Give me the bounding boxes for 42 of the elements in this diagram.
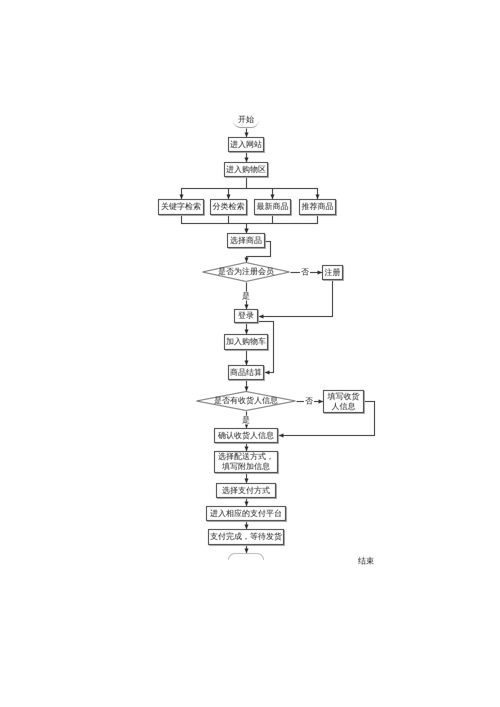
arrow (244, 473, 248, 484)
process-box: 填写收货人信息 (323, 390, 364, 413)
end-terminal (228, 553, 264, 560)
decision-diamond: 是否为注册会员 (202, 262, 290, 282)
arrow (244, 323, 248, 335)
process-box: 支付完成，等待发货 (208, 529, 284, 545)
arrow (244, 128, 248, 138)
arrow (244, 443, 248, 452)
arrow (258, 321, 274, 374)
process-box: 确认收货人信息 (214, 428, 278, 443)
edge-label: 否 (304, 396, 314, 406)
process-box: 进入相应的支付平台 (206, 506, 286, 521)
arrow (244, 215, 318, 234)
process-box: 进入网站 (228, 137, 264, 152)
process-box: 选择配送方式，填写附加信息 (214, 451, 278, 473)
arrow (244, 152, 248, 163)
arrow (244, 380, 248, 392)
arrow (244, 545, 248, 554)
process-box: 关键字检索 (158, 199, 204, 215)
arrow (244, 521, 248, 530)
process-box: 注册 (322, 265, 343, 280)
decision-diamond: 是否有收货人信息 (196, 391, 296, 411)
process-box: 选择商品 (227, 233, 265, 248)
process-box: 推荐商品 (299, 199, 336, 215)
edge-label: 是 (241, 292, 251, 300)
process-box: 选择支付方式 (216, 483, 276, 498)
edge-label: 是 (241, 416, 251, 424)
process-box: 加入购物车 (224, 334, 268, 350)
terminal-label: 结束 (358, 556, 374, 566)
arrow (244, 241, 271, 263)
process-box: 进入购物区 (224, 162, 268, 177)
arrow (244, 350, 248, 366)
arrow (258, 280, 333, 318)
edge-label: 否 (300, 268, 310, 276)
arrow (244, 498, 248, 507)
arrow (278, 401, 375, 438)
process-box: 最新商品 (254, 199, 291, 215)
process-box: 商品结算 (228, 365, 264, 380)
start-terminal: 开始 (233, 113, 259, 128)
process-box: 分类检索 (210, 199, 247, 215)
arrow (246, 177, 320, 200)
process-box: 登录 (234, 309, 258, 323)
